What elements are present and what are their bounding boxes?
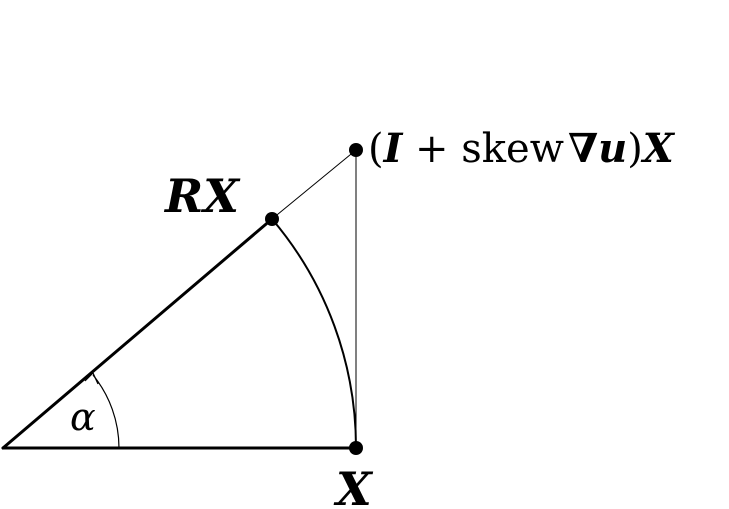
angle-arc — [92, 374, 120, 449]
label-rx: RX — [163, 169, 241, 223]
label-linearized: (I + skew∇u)X — [368, 125, 676, 172]
label-lin-u: u — [598, 125, 627, 172]
point-rx — [265, 212, 279, 226]
label-lin-x: X — [640, 125, 676, 172]
rotation-arc — [271, 218, 358, 449]
label-alpha: α — [70, 395, 96, 439]
label-rx-r: R — [163, 169, 203, 223]
rotated-segment — [1, 217, 274, 450]
label-lin-close: ) — [627, 126, 643, 172]
label-lin-plus: + — [402, 126, 461, 172]
label-x: X — [333, 462, 374, 509]
label-lin-i: I — [383, 125, 404, 172]
connector-line — [271, 149, 357, 220]
angle-arrowhead — [84, 372, 99, 385]
label-lin-open: ( — [368, 126, 384, 172]
label-lin-skew: skew — [461, 126, 564, 172]
label-lin-nabla: ∇ — [568, 125, 598, 172]
point-linearized — [349, 143, 363, 157]
label-rx-x: X — [200, 169, 241, 223]
point-x — [349, 441, 363, 455]
